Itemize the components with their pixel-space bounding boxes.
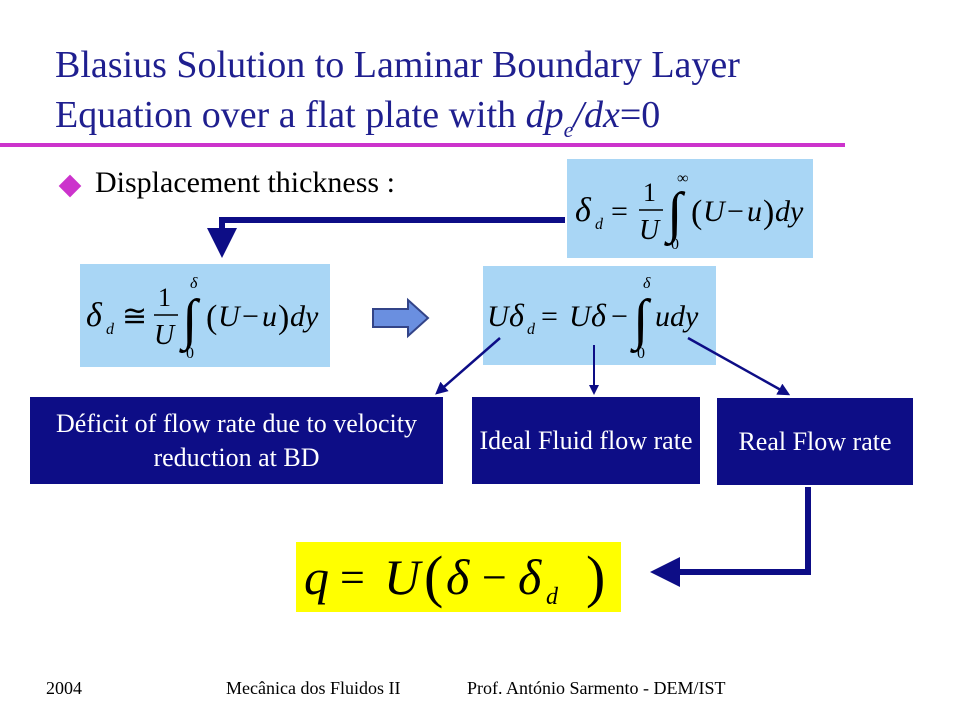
- eq4-rparen: ): [586, 544, 605, 609]
- eq2-svg: δ d ≅ 1 U ∫ δ 0 ( U − u ) dy: [86, 275, 319, 362]
- eq4-q: q: [304, 549, 329, 605]
- footer-author: Prof. António Sarmento - DEM/IST: [467, 678, 726, 698]
- eq3-udy: udy: [655, 300, 699, 333]
- eq3-delta-mid: δ: [591, 297, 607, 333]
- eq3-U-mid: U: [569, 300, 593, 333]
- deficit-flow-rate-label: Déficit of flow rate due to velocity red…: [30, 397, 443, 484]
- eq3-U-left: U: [487, 300, 511, 333]
- eq1-upper-infinity: ∞: [677, 170, 688, 187]
- eq4-U: U: [384, 549, 423, 605]
- eq3-equals: =: [541, 300, 558, 333]
- ideal-flow-rate-label: Ideal Fluid flow rate: [472, 397, 700, 484]
- real-flow-rate-label: Real Flow rate: [717, 398, 913, 485]
- eq1-lower-zero: 0: [671, 236, 679, 253]
- eq3-minus: −: [611, 300, 628, 333]
- eq2-integral: ∫: [179, 289, 201, 354]
- eq1-integral: ∫: [664, 182, 686, 247]
- eq3-svg: U δ d = U δ − ∫ δ 0 udy: [487, 275, 699, 362]
- eq3-lower-zero: 0: [637, 345, 645, 362]
- displacement-thickness-definition: δ d = 1 U ∫ ∞ 0 ( U − u ) dy: [567, 159, 813, 258]
- footer-year: 2004: [46, 678, 82, 698]
- eq1-u: u: [747, 195, 762, 228]
- eq1-sub-d: d: [595, 216, 604, 233]
- eq1-equals: =: [611, 195, 628, 228]
- eq3-delta-left: δ: [509, 297, 525, 333]
- eq2-lparen: (: [206, 299, 217, 336]
- arrow-top-to-left: [207, 217, 565, 258]
- footer-course: Mecânica dos Fluidos II: [226, 678, 401, 698]
- eq1-dy: dy: [775, 195, 804, 228]
- eq4-svg: q = U ( δ − δ d ): [304, 544, 605, 610]
- eq2-one: 1: [158, 283, 171, 312]
- eq2-rparen: ): [278, 299, 289, 336]
- eq2-U-denominator: U: [154, 320, 176, 351]
- diamond-bullet-icon: [58, 174, 82, 198]
- eq2-upper-delta: δ: [190, 275, 198, 292]
- eq2-minus: −: [242, 300, 259, 333]
- block-arrow-icon: [372, 297, 430, 339]
- title-line-2: Equation over a flat plate with dpe/dx=0: [55, 90, 915, 155]
- title-dx: /dx: [573, 94, 620, 136]
- page-title: Blasius Solution to Laminar Boundary Lay…: [55, 40, 915, 155]
- arrow-real-to-result: [650, 487, 811, 587]
- eq4-sub-d: d: [546, 584, 559, 610]
- eq2-lower-zero: 0: [186, 345, 194, 362]
- title-line-2-text: Equation over a flat plate with: [55, 94, 526, 136]
- eq4-minus: −: [482, 553, 507, 602]
- eq1-lparen: (: [691, 194, 702, 231]
- eq2-u: u: [262, 300, 277, 333]
- eq4-delta: δ: [446, 549, 470, 605]
- eq2-U: U: [218, 300, 242, 333]
- eq4-equals: =: [340, 553, 365, 602]
- title-underline: [0, 143, 845, 147]
- eq1-minus: −: [727, 195, 744, 228]
- eq2-dy: dy: [290, 300, 319, 333]
- title-line-1: Blasius Solution to Laminar Boundary Lay…: [55, 44, 740, 86]
- title-subscript-e: e: [563, 117, 574, 142]
- eq1-delta: δ: [575, 192, 592, 229]
- eq2-sub-d: d: [106, 321, 115, 338]
- flow-rate-result-equation: q = U ( δ − δ d ): [296, 542, 621, 612]
- eq3-integral: ∫: [630, 289, 652, 354]
- eq1-rparen: ): [763, 194, 774, 231]
- approx-displacement-thickness: δ d ≅ 1 U ∫ δ 0 ( U − u ) dy: [80, 264, 330, 367]
- title-equals-zero: =0: [619, 94, 661, 136]
- eq1-U-denominator: U: [639, 215, 661, 246]
- eq1-svg: δ d = 1 U ∫ ∞ 0 ( U − u ) dy: [575, 170, 804, 253]
- eq3-sub-d: d: [527, 321, 536, 338]
- bullet-text: Displacement thickness :: [95, 166, 395, 199]
- eq4-delta-d: δ: [518, 549, 542, 605]
- flow-rate-balance-equation: U δ d = U δ − ∫ δ 0 udy: [483, 266, 716, 365]
- eq1-U: U: [703, 195, 727, 228]
- eq4-lparen: (: [424, 544, 443, 609]
- eq2-delta: δ: [86, 297, 103, 334]
- eq1-one: 1: [643, 178, 656, 207]
- eq3-upper-delta: δ: [643, 275, 651, 292]
- title-dp: dp: [525, 94, 564, 136]
- eq2-approx: ≅: [122, 300, 147, 333]
